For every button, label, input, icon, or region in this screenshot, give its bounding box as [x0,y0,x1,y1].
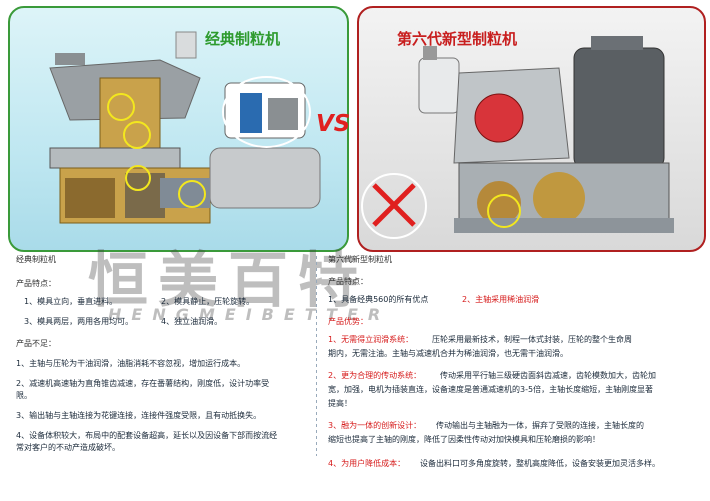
classic-feature: 3、模具两层，两用各用均可。 [24,317,134,326]
sixth-gen-machine-panel: 第六代新型制粒机 [357,6,706,252]
column-divider [316,256,317,456]
removed-part-circle [361,173,427,239]
advantage-2-text: 提高！ [328,399,352,408]
advantage-3-text: 缩短也提高了主轴的刚度，降低了因柔性传动对加快模具和压轮磨损的影响！ [328,435,600,444]
advantage-3-label: 3、融为一体的创新设计： [328,421,422,430]
zoom-detail-circle [222,76,311,148]
classic-drawback: 2、减速机高速轴为直角锥齿减速，存在番薯结构，刚度低，设计功率受 [16,379,270,388]
highlight-marker [125,165,151,191]
classic-features-heading: 产品特点： [16,279,56,288]
classic-name: 经典制粒机 [16,255,56,264]
sixth-gen-machine-illustration [418,36,674,233]
advantage-1-text: 期内，无需注油。主轴与减速机合并为稀油润滑，也无需干油润滑。 [328,349,568,358]
sixth-gen-feature-1: 1、具备经典560的所有优点 [328,295,429,304]
sixth-gen-advantages-heading: 产品优势： [328,317,368,326]
classic-drawback: 常对客户的不动产造成破坏。 [16,443,120,452]
advantage-3-text: 传动输出与主轴融为一体，摒弃了受限的连接，主轴长度的 [436,421,644,430]
highlight-marker [487,194,521,228]
advantage-2-text: 传动采用平行轴三级硬齿面斜齿减速，齿轮模数加大，齿轮加 [440,371,656,380]
classic-drawback: 1、主轴与压轮为干油润滑，油脂消耗不容忽视，增加运行成本。 [16,359,246,368]
watermark-cn: 恒美百特 [88,246,368,316]
highlight-marker [178,180,206,208]
classic-machine-panel: 经典制粒机 [8,6,349,252]
advantage-1-label: 1、无需得立润滑系统： [328,335,414,344]
sixth-gen-machine-title: 第六代新型制粒机 [397,30,518,48]
classic-drawback: 4、设备体积较大，布局中的配套设备超高，延长以及因设备下部而按流经 [16,431,278,440]
sixth-gen-features-heading: 产品特点： [328,277,368,286]
highlight-marker [107,93,135,121]
classic-feature: 2、模具静止，压轮旋转。 [161,297,255,306]
classic-feature: 1、模具立向，垂直进料。 [24,297,118,306]
classic-machine-title: 经典制粒机 [205,30,281,48]
classic-drawback: 3、输出轴与主轴连接为花键连接，连接件强度受限，且有动抵换失。 [16,411,262,420]
vs-label: VS [316,111,351,137]
classic-drawback: 限。 [16,391,32,400]
watermark-en: HENGMEIBETTER [108,305,391,324]
sixth-gen-feature-2: 2、主轴采用稀油润滑 [462,295,540,304]
classic-feature: 4、独立油润滑。 [161,317,223,326]
highlight-marker [123,121,151,149]
advantage-4-label: 4、为用户降低成本： [328,459,406,468]
advantage-1-text: 压轮采用最新技术，制程一体式封装，压轮的整个生命周 [432,335,632,344]
sixth-gen-name: 第六代新型制粒机 [328,255,392,264]
classic-drawbacks-heading: 产品不足： [16,339,56,348]
cross-out-icon [372,183,416,227]
advantage-2-text: 宽，加强，电机为插装直连，设备速度是普通减速机的3-5倍，主轴长度缩短，主轴刚度… [328,385,654,394]
advantage-4-text: 设备出料口可多角度旋转，整机高度降低，设备安装更加灵活多样。 [420,459,660,468]
advantage-2-label: 2、更为合理的传动系统： [328,371,422,380]
